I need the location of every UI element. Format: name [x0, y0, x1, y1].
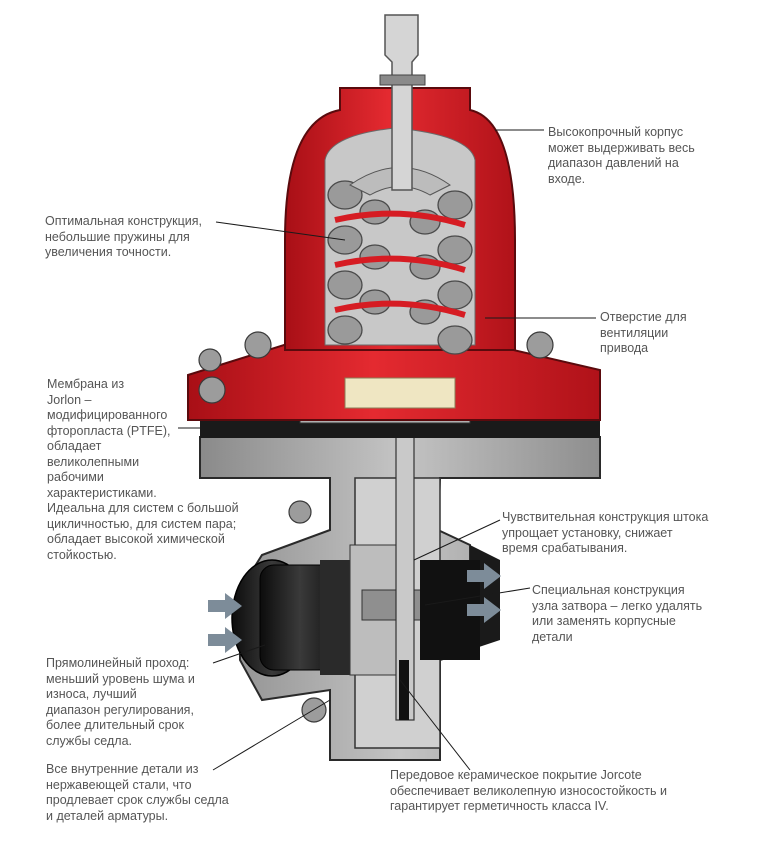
label-springs: Оптимальная конструкция, небольшие пружи… — [45, 214, 203, 259]
label-membrane: Мембрана из Jorlon – модифицированного ф… — [47, 377, 239, 562]
bolts — [198, 331, 554, 723]
springs — [327, 180, 473, 355]
label-housing: Высокопрочный корпус может выдерживать в… — [548, 125, 695, 186]
leader-lines — [178, 129, 596, 771]
label-seat: Специальная конструкция узла затвора – л… — [532, 583, 703, 644]
label-vent: Отверстие для вентиляции привода — [600, 310, 687, 355]
inlet-cap — [231, 559, 360, 677]
label-passage: Прямолинейный проход: меньший уровень шу… — [46, 656, 195, 748]
label-coating: Передовое керамическое покрытие Jorcote … — [390, 768, 667, 813]
label-stem: Чувствительная конструкция штока упрощае… — [502, 510, 709, 555]
spring-button — [344, 167, 456, 409]
label-internals: Все внутренние детали из нержавеющей ста… — [46, 762, 229, 823]
flow-arrows — [208, 563, 501, 653]
adjusting-screw — [379, 14, 426, 191]
